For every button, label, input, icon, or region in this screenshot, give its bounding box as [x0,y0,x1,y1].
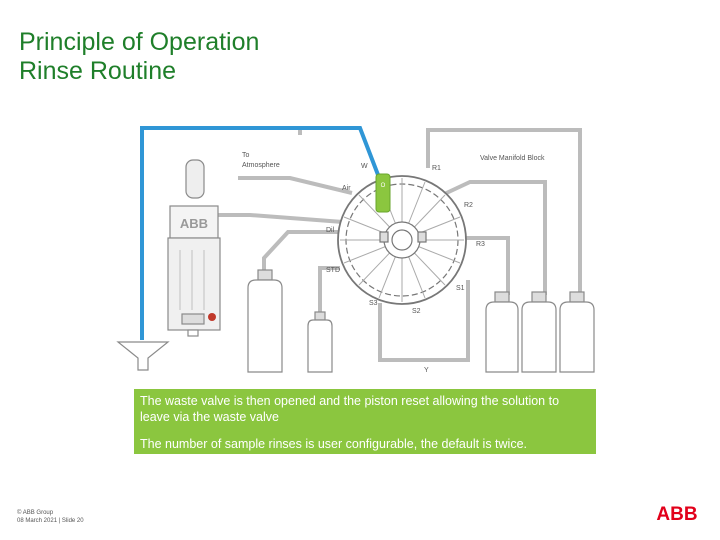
to-atmosphere-label-2: Atmosphere [242,162,280,169]
s1-label: S1 [456,285,465,292]
abb-logo-text: ABB [656,504,697,523]
piping [205,128,582,362]
footer-copyright: © ABB Group [17,510,54,516]
footer-date-slide: 08 March 2021 | Slide 20 [17,518,84,524]
s3-label: S3 [369,300,378,307]
slide-footer: © ABB Group 08 March 2021 | Slide 20 [17,509,84,525]
title-line-2: Rinse Routine [19,57,177,85]
valve-manifold [337,175,467,305]
std-label: STD [326,267,340,274]
r1-label: R1 [432,165,441,172]
std-bottle [307,311,333,373]
pump-abb-label: ABB [180,216,208,231]
to-atmosphere-label-1: To [242,152,250,159]
slide-title: Principle of Operation Rinse Routine [19,28,259,86]
bottles [247,269,595,373]
waste-label: W [361,163,368,170]
waste-funnel [116,341,170,371]
waste-line [140,126,382,340]
r3-bottle [559,291,595,373]
y-label: Y [424,367,429,374]
r1-bottle [485,291,519,373]
r3-label: R3 [476,241,485,248]
open-waste-valve [375,173,391,213]
r2-label: R2 [464,202,473,209]
dil-bottle [247,269,283,373]
dil-label: Dil [326,227,335,234]
r2-bottle [521,291,557,373]
pump-unit [167,159,221,337]
callout-box: The waste valve is then opened and the p… [134,389,596,454]
callout-line-1: The waste valve is then opened and the p… [140,394,560,424]
title-line-1: Principle of Operation [19,28,260,56]
callout-line-2: The number of sample rinses is user conf… [140,437,527,451]
open-valve-label: O [381,183,386,189]
valve-manifold-label: Valve Manifold Block [480,155,545,162]
abb-logo: ABB [656,504,697,523]
air-label: Air [342,185,351,192]
s2-label: S2 [412,308,421,315]
